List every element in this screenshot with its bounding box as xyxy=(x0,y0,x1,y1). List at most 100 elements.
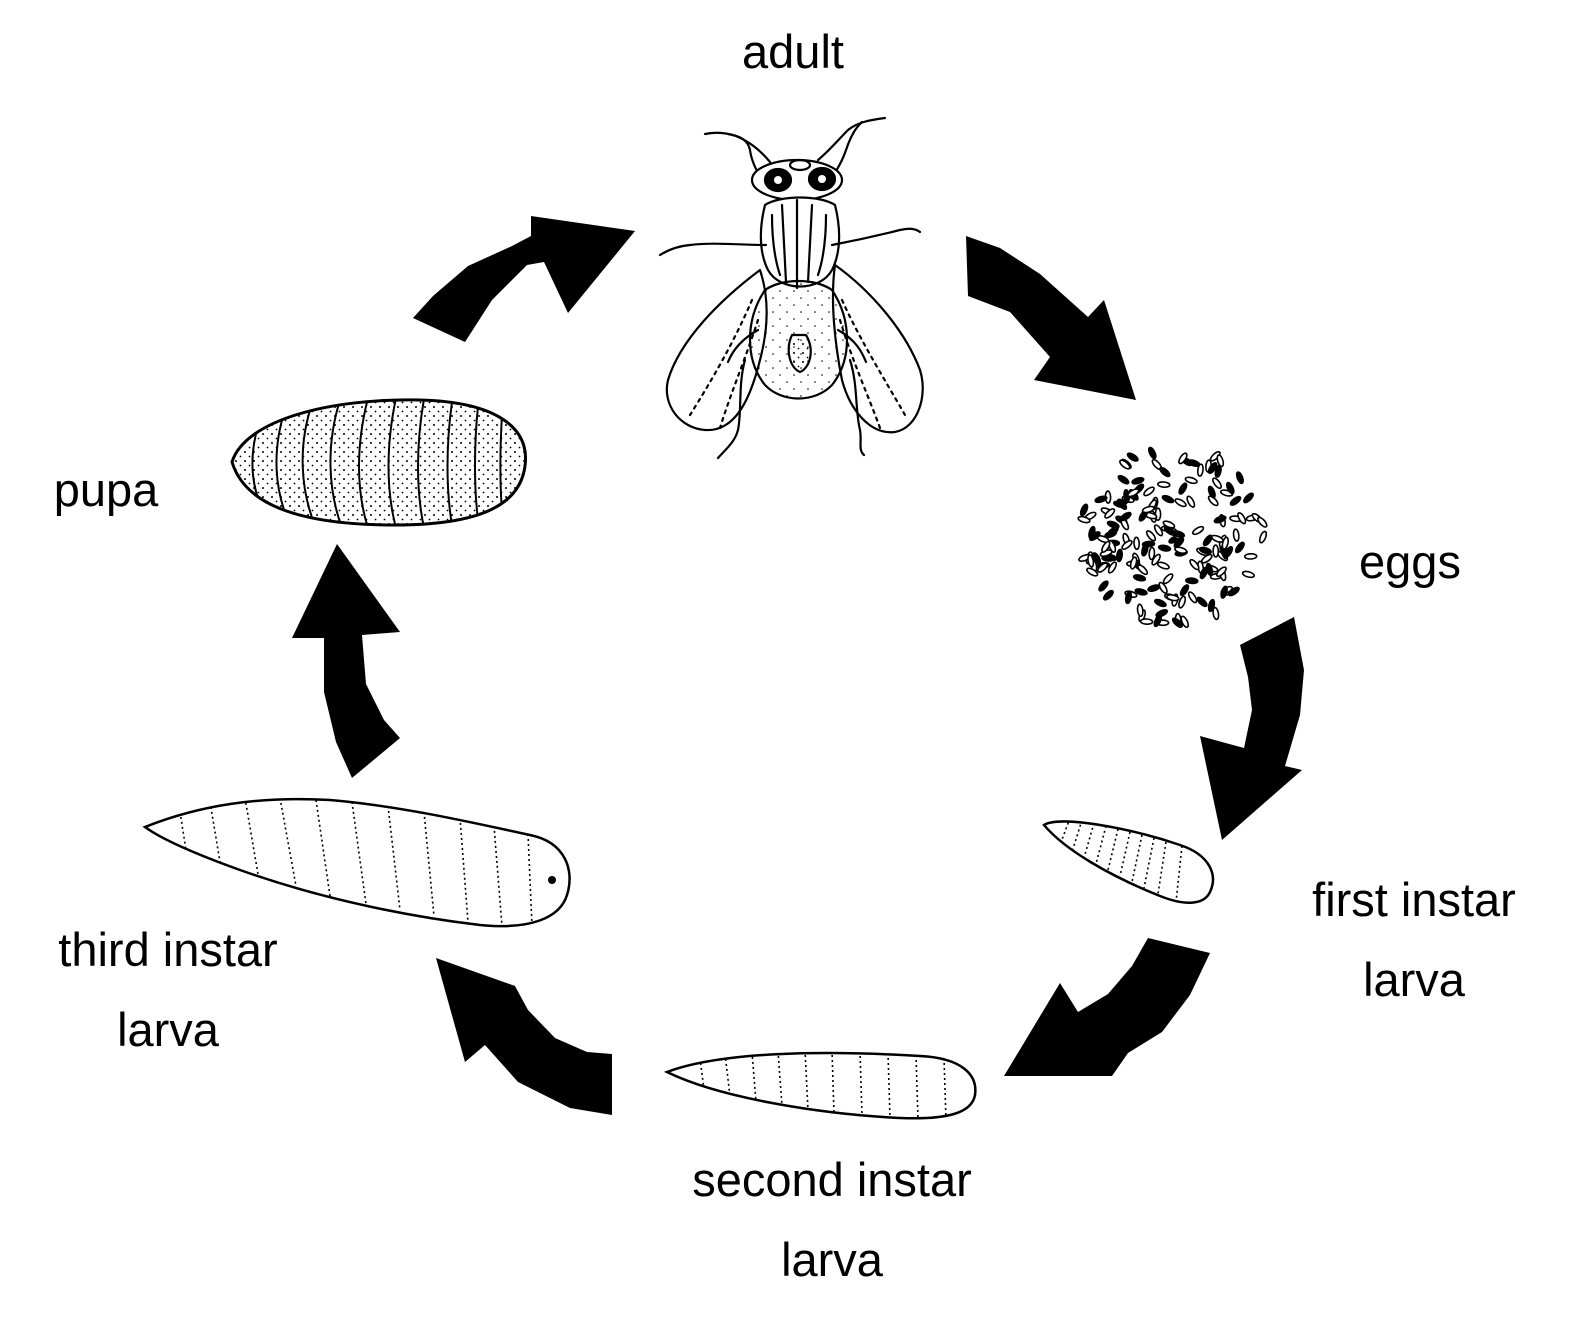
arrow-icon xyxy=(1200,617,1304,840)
egg xyxy=(1212,477,1222,490)
egg xyxy=(1241,570,1256,579)
egg xyxy=(1207,495,1219,507)
egg xyxy=(1087,554,1095,568)
egg xyxy=(1220,585,1228,599)
egg xyxy=(1221,536,1230,550)
egg xyxy=(1174,498,1187,508)
egg xyxy=(1243,552,1258,560)
arrow-icon xyxy=(436,958,612,1115)
egg xyxy=(1145,530,1157,542)
egg xyxy=(1107,561,1118,574)
label-third-instar: third instar larva xyxy=(18,910,318,1070)
egg xyxy=(1232,528,1240,542)
egg xyxy=(1097,562,1109,573)
egg xyxy=(1101,554,1115,562)
egg xyxy=(1173,537,1185,549)
egg xyxy=(1131,476,1145,485)
fly-icon xyxy=(658,116,924,460)
egg xyxy=(1132,574,1147,582)
egg xyxy=(1196,463,1204,477)
egg xyxy=(1147,584,1161,592)
egg xyxy=(1215,566,1227,578)
egg xyxy=(1196,596,1208,608)
egg xyxy=(1141,505,1155,514)
egg xyxy=(1107,526,1119,537)
egg xyxy=(1162,573,1174,585)
egg xyxy=(1156,561,1170,570)
arrow-icon xyxy=(413,216,635,342)
label-second-instar-line1: second instar xyxy=(692,1153,972,1206)
egg xyxy=(1243,492,1254,504)
egg xyxy=(1179,584,1190,597)
egg xyxy=(1235,471,1244,485)
arrow-icon xyxy=(1004,938,1210,1076)
egg xyxy=(1094,495,1108,504)
label-adult: adult xyxy=(693,12,893,92)
egg xyxy=(1191,525,1205,536)
egg xyxy=(1086,567,1099,577)
label-first-instar-line2: larva xyxy=(1363,953,1465,1006)
egg xyxy=(1216,454,1225,468)
egg xyxy=(1178,595,1187,609)
egg xyxy=(1199,566,1209,580)
egg xyxy=(1227,586,1240,597)
egg xyxy=(1229,495,1242,506)
egg xyxy=(1212,544,1220,558)
egg xyxy=(1136,603,1144,618)
egg xyxy=(1237,512,1247,525)
egg xyxy=(1207,462,1218,474)
egg xyxy=(1116,548,1123,563)
egg xyxy=(1184,476,1198,485)
egg xyxy=(1257,516,1268,528)
pupa-icon xyxy=(230,398,528,527)
egg xyxy=(1200,553,1213,564)
larva-icon xyxy=(142,797,571,928)
egg xyxy=(1210,534,1224,543)
egg xyxy=(1171,617,1183,629)
egg xyxy=(1178,482,1188,495)
egg xyxy=(1187,459,1201,467)
larva-icon xyxy=(1042,820,1215,904)
egg xyxy=(1127,488,1140,498)
egg xyxy=(1234,541,1245,554)
egg xyxy=(1104,508,1116,519)
egg xyxy=(1134,588,1148,596)
egg xyxy=(1147,446,1157,460)
egg xyxy=(1088,525,1096,540)
label-pupa-text: pupa xyxy=(53,463,159,516)
egg xyxy=(1202,534,1213,547)
egg xyxy=(1186,495,1196,508)
egg xyxy=(1158,581,1168,594)
egg xyxy=(1126,452,1139,462)
arrow-icon xyxy=(292,544,400,778)
egg xyxy=(1143,486,1155,497)
egg xyxy=(1157,481,1171,489)
egg xyxy=(1119,511,1132,522)
label-eggs: eggs xyxy=(1310,522,1510,602)
label-pupa: pupa xyxy=(6,450,206,530)
egg xyxy=(1198,546,1212,555)
egg xyxy=(1137,564,1149,576)
label-adult-text: adult xyxy=(742,25,844,78)
egg xyxy=(1159,466,1171,478)
egg xyxy=(1121,539,1133,550)
egg xyxy=(1154,598,1167,608)
label-second-instar-line2: larva xyxy=(781,1233,883,1286)
egg xyxy=(1187,591,1198,604)
label-eggs-text: eggs xyxy=(1359,535,1461,588)
egg xyxy=(1148,546,1156,561)
egg xyxy=(1151,553,1161,566)
label-first-instar-line1: first instar xyxy=(1312,873,1516,926)
egg xyxy=(1129,556,1138,570)
egg xyxy=(1098,580,1109,592)
egg xyxy=(1079,503,1089,517)
egg xyxy=(1207,485,1216,499)
egg xyxy=(1139,618,1154,626)
larva-icon xyxy=(663,1051,977,1120)
egg xyxy=(1225,481,1235,495)
label-third-instar-line2: larva xyxy=(117,1003,219,1056)
label-first-instar: first instar larva xyxy=(1264,860,1564,1020)
egg xyxy=(1117,474,1130,485)
egg xyxy=(1166,594,1180,602)
